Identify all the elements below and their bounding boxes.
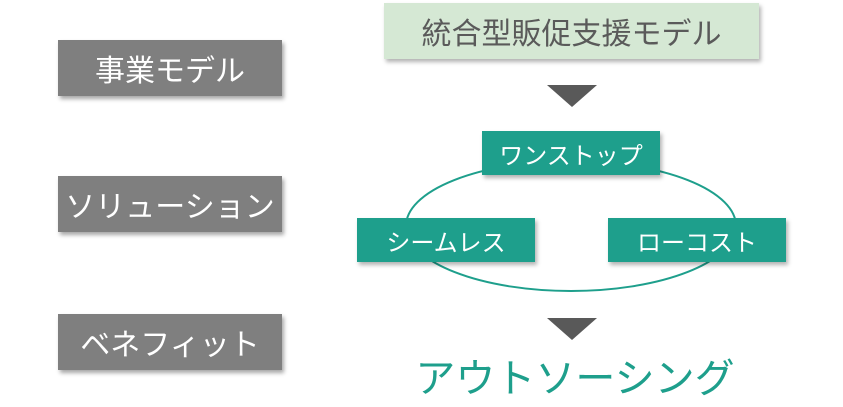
label-benefit: ベネフィット [58,314,282,370]
solution-seamless: シームレス [357,218,535,262]
down-arrow-icon [547,85,597,107]
down-arrow-icon [547,318,597,340]
label-business-model: 事業モデル [58,40,282,96]
label-solution: ソリューション [58,176,282,232]
business-model-title: 統合型販促支援モデル [384,3,759,59]
benefit-outsourcing: アウトソーシング [415,356,735,402]
solution-one-stop: ワンストップ [482,131,660,175]
solution-low-cost: ローコスト [608,218,786,262]
